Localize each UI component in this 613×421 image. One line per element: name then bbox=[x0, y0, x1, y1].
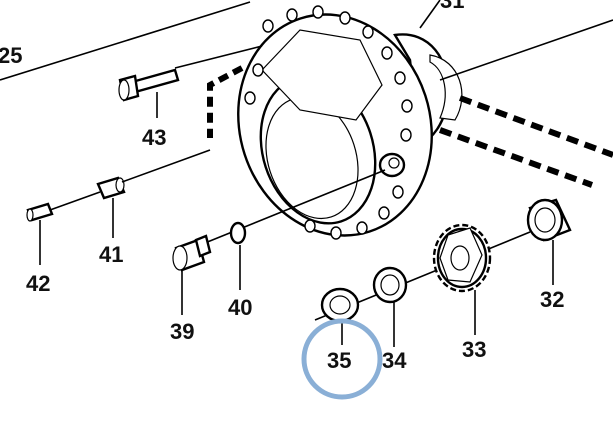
bearing-32[interactable] bbox=[526, 198, 572, 242]
pin-41[interactable] bbox=[49, 149, 211, 211]
callout-43: 43 bbox=[142, 125, 166, 150]
callout-34: 34 bbox=[382, 348, 407, 373]
callout-33: 33 bbox=[462, 337, 486, 362]
highlight-circle bbox=[301, 318, 383, 400]
gear-33[interactable] bbox=[432, 223, 492, 293]
plug-39[interactable] bbox=[172, 169, 386, 272]
callout-32: 32 bbox=[540, 287, 564, 312]
callout-40: 40 bbox=[228, 295, 252, 320]
seal-35[interactable] bbox=[320, 287, 360, 323]
bolt-43[interactable] bbox=[118, 45, 263, 102]
callout-41: 41 bbox=[99, 242, 123, 267]
callout-25: 25 bbox=[0, 43, 22, 68]
callout-35: 35 bbox=[327, 348, 351, 373]
callout-42: 42 bbox=[26, 271, 50, 296]
pin-42[interactable] bbox=[26, 202, 54, 222]
washer-34[interactable] bbox=[372, 266, 408, 304]
hub-housing[interactable] bbox=[210, 0, 463, 261]
callout-31: 31 bbox=[440, 0, 464, 13]
dashed-connectors bbox=[207, 65, 613, 188]
callout-39: 39 bbox=[170, 319, 194, 344]
